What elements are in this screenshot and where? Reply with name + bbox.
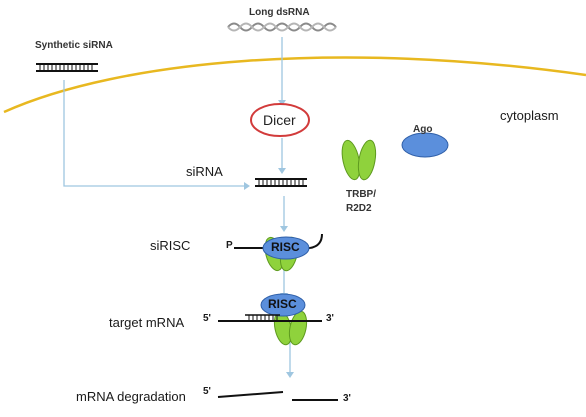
label-risc-2: RISC — [268, 297, 297, 311]
long-dsrna-helix — [227, 22, 337, 32]
label-sirna: siRNA — [186, 164, 223, 179]
synthetic-sirna-duplex — [36, 63, 98, 72]
label-risc-1: RISC — [271, 240, 300, 254]
label-trbp-r2d2: TRBP/ R2D2 — [346, 189, 376, 214]
label-three-prime-1: 3' — [326, 313, 334, 324]
label-three-prime-2: 3' — [343, 393, 351, 404]
label-ago: Ago — [413, 124, 433, 135]
sirisc-complex — [234, 233, 323, 272]
label-synthetic-sirna: Synthetic siRNA — [35, 40, 113, 51]
label-target-mrna: target mRNA — [109, 315, 185, 330]
pathway-arrows — [63, 37, 291, 372]
label-cytoplasm: cytoplasm — [500, 108, 559, 123]
label-phosphate: P — [226, 240, 233, 251]
ago-protein — [401, 132, 449, 158]
label-sirisc: siRISC — [150, 238, 191, 253]
sirna-duplex — [255, 178, 307, 187]
trbp-r2d2-protein — [341, 139, 377, 181]
label-dicer: Dicer — [263, 112, 296, 128]
label-five-prime-2: 5' — [203, 386, 211, 397]
cell-membrane — [3, 56, 586, 114]
label-long-dsrna: Long dsRNA — [249, 7, 310, 18]
label-mrna-degradation: mRNA degradation — [76, 389, 186, 404]
degraded-mrna-fragments — [217, 391, 338, 401]
dicer-ring — [250, 103, 310, 137]
label-five-prime-1: 5' — [203, 313, 211, 324]
target-mrna-complex — [218, 293, 322, 346]
arrow-synthetic-to-sirna — [63, 80, 244, 187]
